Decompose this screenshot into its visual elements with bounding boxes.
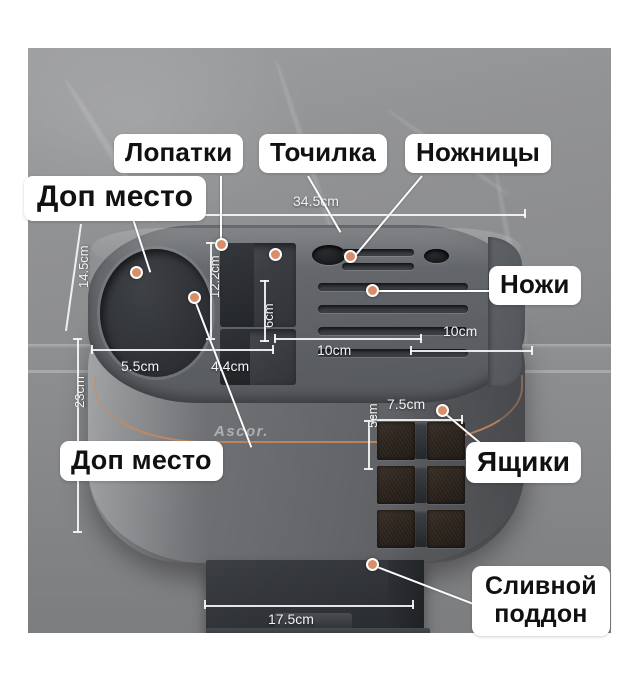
dim-cap: [364, 468, 373, 470]
dim-label-width-total: 34.5cm: [293, 193, 339, 209]
dim-line-comp-tall: [210, 242, 212, 340]
drawer-handle[interactable]: [415, 467, 427, 503]
dim-line-drawers-height: [368, 420, 370, 470]
knife-block-organizer: Ascor.: [88, 225, 525, 633]
drawer-cell[interactable]: [427, 422, 465, 460]
dim-cap: [73, 531, 82, 533]
dim-cap: [91, 345, 93, 354]
sharpener-hole: [312, 245, 346, 265]
callout-dot-nozhi: [366, 284, 379, 297]
callout-label-line-2: поддон: [494, 600, 588, 628]
dim-cap: [412, 600, 414, 609]
callout-label-line-1: Сливной: [485, 572, 597, 600]
round-well-compartment: [100, 249, 212, 377]
right-knife-block: [488, 237, 522, 387]
dim-line-width-total: [106, 214, 526, 216]
spatula-compartment-inner: [220, 243, 254, 327]
dim-label-height-upper: 14.5cm: [76, 245, 91, 288]
scissors-slot: [424, 249, 449, 263]
drawer-cell[interactable]: [377, 466, 415, 504]
dim-label-comp-low: 6cm: [261, 303, 276, 328]
dim-label-slots-width: 10cm: [317, 342, 352, 358]
dim-cap: [524, 209, 526, 218]
callout-dot-tochilka: [269, 248, 282, 261]
callout-dot-lopatki: [215, 238, 228, 251]
callout-label-nozhi[interactable]: Ножи: [489, 266, 581, 306]
dim-cap: [372, 415, 374, 424]
dim-line-base-width: [91, 349, 274, 351]
dim-line-height-total: [77, 338, 79, 533]
callout-label-lopatki[interactable]: Лопатки: [114, 134, 244, 174]
drawer-cell[interactable]: [377, 422, 415, 460]
dim-cap: [531, 346, 533, 355]
callout-label-dop-mesto-bottom[interactable]: Доп место: [60, 441, 223, 482]
brand-logo: Ascor.: [214, 423, 269, 440]
dim-label-drawers-width: 7.5cm: [387, 396, 426, 412]
callout-label-yashchiki[interactable]: Ящики: [466, 442, 582, 484]
dim-label-tray-width: 17.5cm: [268, 611, 314, 627]
callout-dot-dop-mesto-1: [130, 266, 143, 279]
leader-line-nozhi: [372, 290, 490, 292]
drip-tray-right-edge: [388, 560, 424, 632]
dim-cap: [73, 338, 82, 340]
dim-label-comp-tall: 12.2cm: [207, 255, 222, 298]
callout-label-dop-mesto-top[interactable]: Доп место: [24, 176, 207, 221]
dim-cap: [204, 600, 206, 609]
dim-label-well-width: 5.5cm: [121, 358, 160, 374]
drip-tray-notch: [274, 613, 352, 629]
dim-cap: [272, 345, 274, 354]
drawer-cell[interactable]: [427, 510, 465, 548]
dim-cap: [206, 242, 215, 244]
dim-cap: [461, 415, 463, 424]
dim-cap: [420, 334, 422, 343]
callout-label-slivnoy-poddon[interactable]: Сливной поддон: [472, 566, 610, 636]
dim-line-drawers-width: [372, 419, 463, 421]
drawer-handle[interactable]: [415, 423, 427, 459]
dim-line-block-width: [410, 350, 533, 352]
callout-dot-nozhnitsy: [344, 250, 357, 263]
drawer-cell[interactable]: [377, 510, 415, 548]
dim-label-block-width: 10cm: [443, 323, 478, 339]
callout-dot-slivnoy: [366, 558, 379, 571]
leader-line-lopatki: [220, 176, 222, 246]
dim-cap: [260, 340, 269, 342]
callout-label-tochilka[interactable]: Точилка: [259, 134, 387, 174]
callout-dot-yashchiki: [436, 404, 449, 417]
dim-cap: [410, 346, 412, 355]
dim-line-slots-width: [274, 338, 422, 340]
dim-label-drawers-height: 5cm: [365, 403, 380, 428]
dim-label-height-total: 23cm: [72, 376, 87, 408]
dim-line-comp-low: [264, 280, 266, 342]
drip-tray-lip: [206, 628, 430, 633]
dim-line-tray-width: [204, 605, 414, 607]
knife-slot-panel: [304, 235, 490, 387]
drawer-cell[interactable]: [427, 466, 465, 504]
dim-cap: [364, 420, 373, 422]
callout-label-nozhnitsy[interactable]: Ножницы: [405, 134, 552, 174]
drawer-grid: [377, 422, 465, 550]
drawer-handle[interactable]: [415, 511, 427, 547]
dim-cap: [260, 280, 269, 282]
dim-cap: [274, 334, 276, 343]
callout-dot-dop-mesto-2: [188, 291, 201, 304]
